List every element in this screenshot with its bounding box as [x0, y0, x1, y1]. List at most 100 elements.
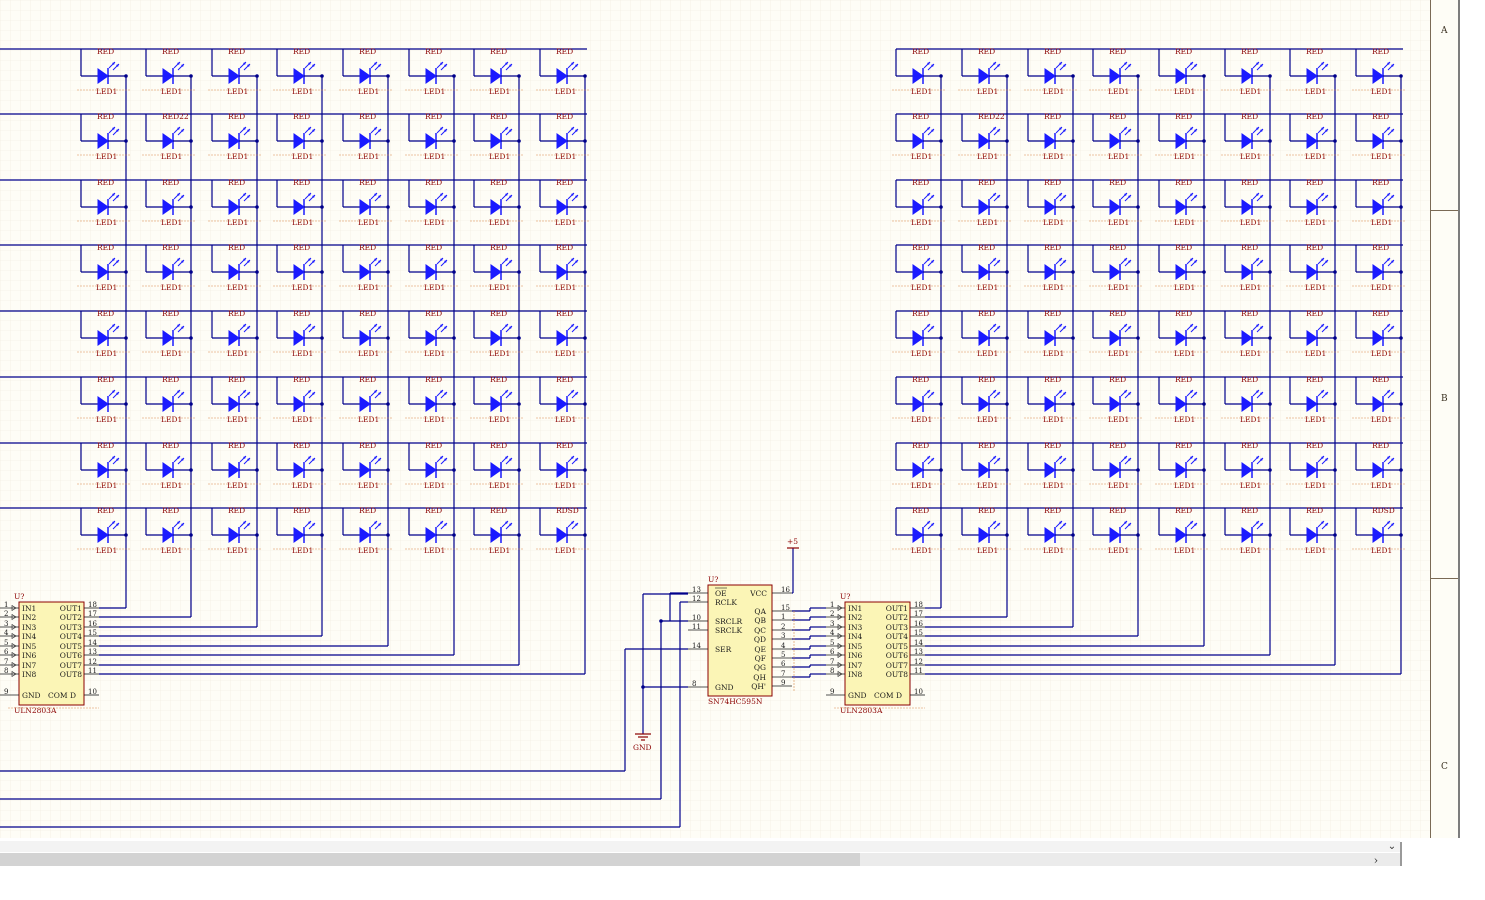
led-designator: RED [912, 441, 929, 450]
led-designator: RED [978, 506, 995, 515]
led-arrowhead [378, 64, 381, 67]
junction-dot [1071, 533, 1075, 537]
led-designator: RED [1109, 506, 1126, 515]
led-value: LED1 [227, 481, 248, 490]
junction-dot [320, 402, 324, 406]
led-designator: RED [1044, 309, 1061, 318]
led-designator: RED [1306, 243, 1323, 252]
led-arrowhead [1321, 258, 1324, 261]
chip-pin-name: GND [715, 683, 734, 692]
led-value: LED1 [489, 218, 510, 227]
led-value: LED1 [1108, 218, 1129, 227]
horizontal-scrollbar[interactable] [0, 853, 1400, 866]
led-value: LED1 [555, 283, 576, 292]
junction-dot [1333, 336, 1337, 340]
led-value: LED1 [489, 481, 510, 490]
chip-input-arrow [11, 632, 17, 640]
chip-pin-name: OUT2 [60, 613, 82, 622]
led-value: LED1 [161, 349, 182, 358]
led-arrowhead [571, 390, 574, 393]
chip-input-arrow [837, 623, 843, 631]
led-designator: RED22 [162, 112, 189, 121]
led-value: LED1 [911, 415, 932, 424]
led-arrowhead [247, 260, 250, 263]
junction-dot [1399, 402, 1403, 406]
led-designator: RED [359, 441, 376, 450]
schematic-canvas[interactable]: REDLED1REDLED1REDLED1REDLED1REDLED1REDLE… [0, 0, 1430, 838]
led-designator: RED [490, 441, 507, 450]
led-arrowhead [993, 390, 996, 393]
chip-pin-name: IN4 [22, 632, 37, 641]
led-arrowhead [112, 193, 115, 196]
led-arrowhead [444, 523, 447, 526]
chip-pin-number: 15 [88, 629, 97, 637]
led-value: LED1 [1174, 152, 1195, 161]
led-designator: RED [293, 47, 310, 56]
chip-pin-number: 14 [88, 639, 97, 647]
chip-pin-name: IN6 [22, 651, 37, 660]
led-value: LED1 [292, 87, 313, 96]
led-value: LED1 [1043, 152, 1064, 161]
led-arrowhead [440, 456, 443, 459]
control-wires [0, 592, 826, 828]
led-arrowhead [505, 456, 508, 459]
led-value: LED1 [1043, 415, 1064, 424]
led-designator: RED [293, 375, 310, 384]
led-value: LED1 [489, 87, 510, 96]
chip-pin-name: OUT1 [886, 604, 908, 613]
junction-dot [1202, 336, 1206, 340]
junction-dot [255, 468, 259, 472]
scroll-right-icon[interactable]: › [1373, 854, 1379, 867]
led-designator: RED [912, 506, 929, 515]
led-designator: RED [162, 506, 179, 515]
led-arrowhead [505, 390, 508, 393]
led-value: LED1 [977, 283, 998, 292]
led-value: LED1 [292, 481, 313, 490]
led-value: LED1 [1305, 218, 1326, 227]
led-value: LED1 [292, 349, 313, 358]
led-triangle [1044, 68, 1056, 84]
led-designator: RED [1175, 47, 1192, 56]
led-arrowhead [112, 521, 115, 524]
led-triangle [1306, 396, 1318, 412]
led-triangle [425, 330, 437, 346]
zone-label-b: B [1441, 394, 1448, 404]
led-value: LED1 [292, 546, 313, 555]
led-arrowhead [931, 458, 934, 461]
led-triangle [912, 330, 924, 346]
led-designator: RED [97, 375, 114, 384]
junction-dot [1399, 270, 1403, 274]
junction-dot [517, 139, 521, 143]
led-value: LED1 [489, 152, 510, 161]
led-arrowhead [509, 458, 512, 461]
chip-pin-number: 16 [914, 620, 923, 628]
led-arrowhead [1256, 324, 1259, 327]
led-triangle [162, 527, 174, 543]
scroll-down-icon[interactable]: ⌄ [1387, 841, 1397, 852]
led-arrowhead [112, 456, 115, 459]
led-designator: RED [1306, 47, 1323, 56]
chip-pin-name: OUT1 [60, 604, 82, 613]
led-designator: RED [293, 441, 310, 450]
chip-pin-number: 8 [830, 667, 834, 675]
led-value: LED1 [96, 87, 117, 96]
led-designator: RED [1044, 243, 1061, 252]
chip-part-number: ULN2803A [840, 706, 883, 715]
chip-pin-number: 3 [781, 632, 785, 640]
led-triangle [556, 396, 568, 412]
junction-dot [1399, 468, 1403, 472]
junction-dot [939, 336, 943, 340]
led-triangle [1109, 396, 1121, 412]
junction-dot [124, 533, 128, 537]
led-arrowhead [1194, 392, 1197, 395]
horizontal-scrollbar-thumb[interactable] [0, 853, 860, 866]
chip-pin-number: 1 [781, 613, 785, 621]
